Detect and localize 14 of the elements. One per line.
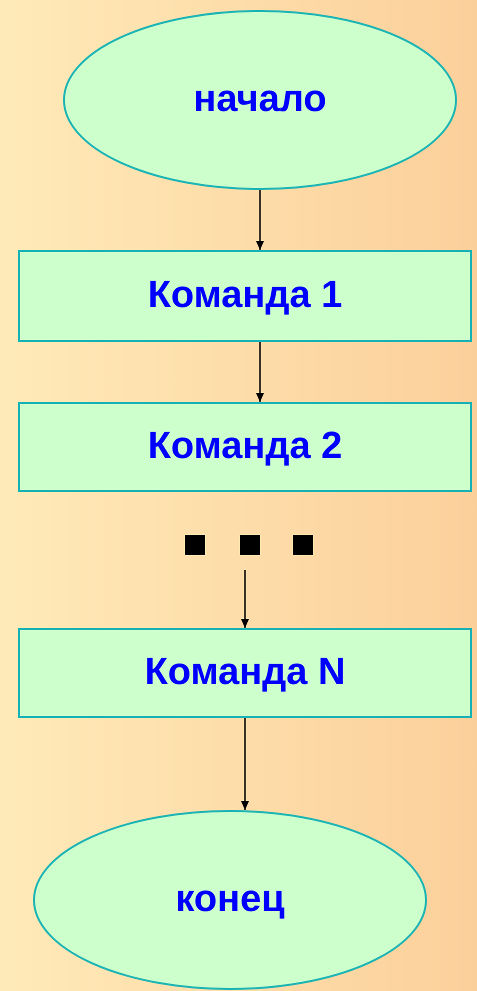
process-box [18,250,472,342]
terminal-ellipse [33,810,427,990]
node-label: Команда N [144,650,346,696]
arrow [256,342,264,402]
node-label: начало [193,77,327,122]
node-label: Команда 1 [148,273,342,318]
node-label: конец [175,877,285,922]
node-label: Команда 2 [148,424,342,470]
arrow [241,570,249,628]
terminal-ellipse [63,10,457,190]
process-box [18,402,472,492]
process-box [18,628,472,718]
arrow [241,718,249,810]
arrow [256,190,264,250]
